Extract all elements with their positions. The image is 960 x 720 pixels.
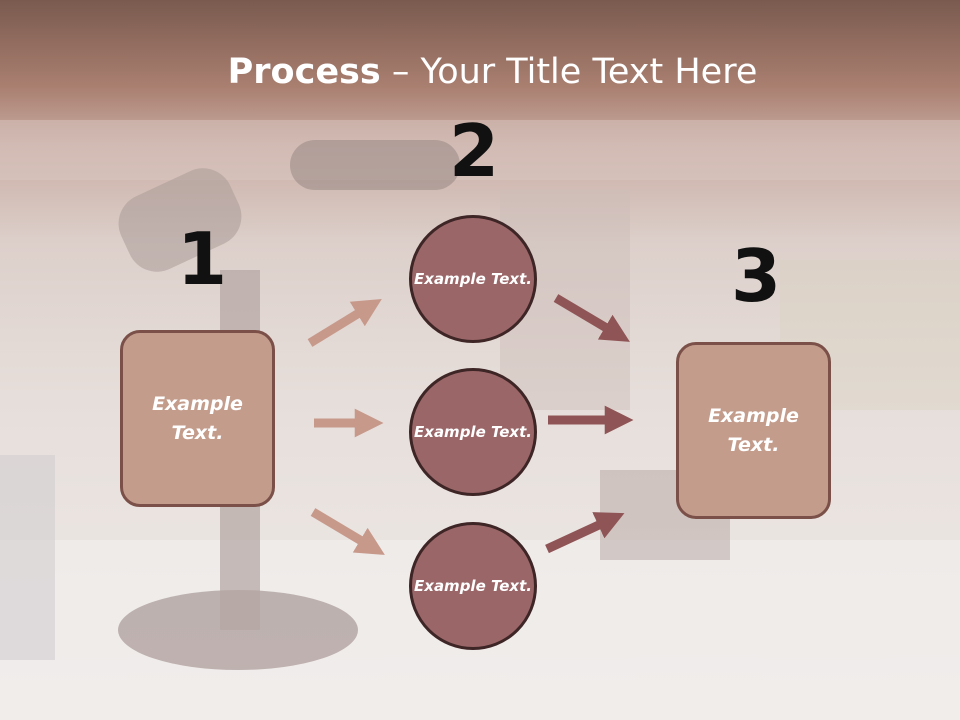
step-3-label: Example Text. xyxy=(708,404,799,456)
circle-bottom-label: Example Text. xyxy=(414,576,532,595)
step-1-label: Example Text. xyxy=(152,392,243,444)
arrow-top-to-3 xyxy=(553,294,630,342)
title-bold: Process xyxy=(227,52,381,92)
step-2-circle-middle: Example Text. xyxy=(409,368,537,496)
arrow-bottom-to-3 xyxy=(545,512,625,554)
step-number-1: 1 xyxy=(177,217,228,301)
step-2-circle-top: Example Text. xyxy=(409,215,537,343)
arrow-1-to-bottom xyxy=(310,508,385,555)
arrow-1-to-top xyxy=(307,298,382,347)
circle-middle-label: Example Text. xyxy=(414,422,532,441)
step-number-3: 3 xyxy=(731,234,782,318)
title-rest: – Your Title Text Here xyxy=(380,52,758,92)
slide-title: Process – Your Title Text Here xyxy=(0,52,960,92)
step-number-2: 2 xyxy=(449,109,500,193)
step-3-box: Example Text. xyxy=(676,342,831,519)
circle-top-label: Example Text. xyxy=(414,269,532,288)
step-2-circle-bottom: Example Text. xyxy=(409,522,537,650)
step-1-box: Example Text. xyxy=(120,330,275,507)
